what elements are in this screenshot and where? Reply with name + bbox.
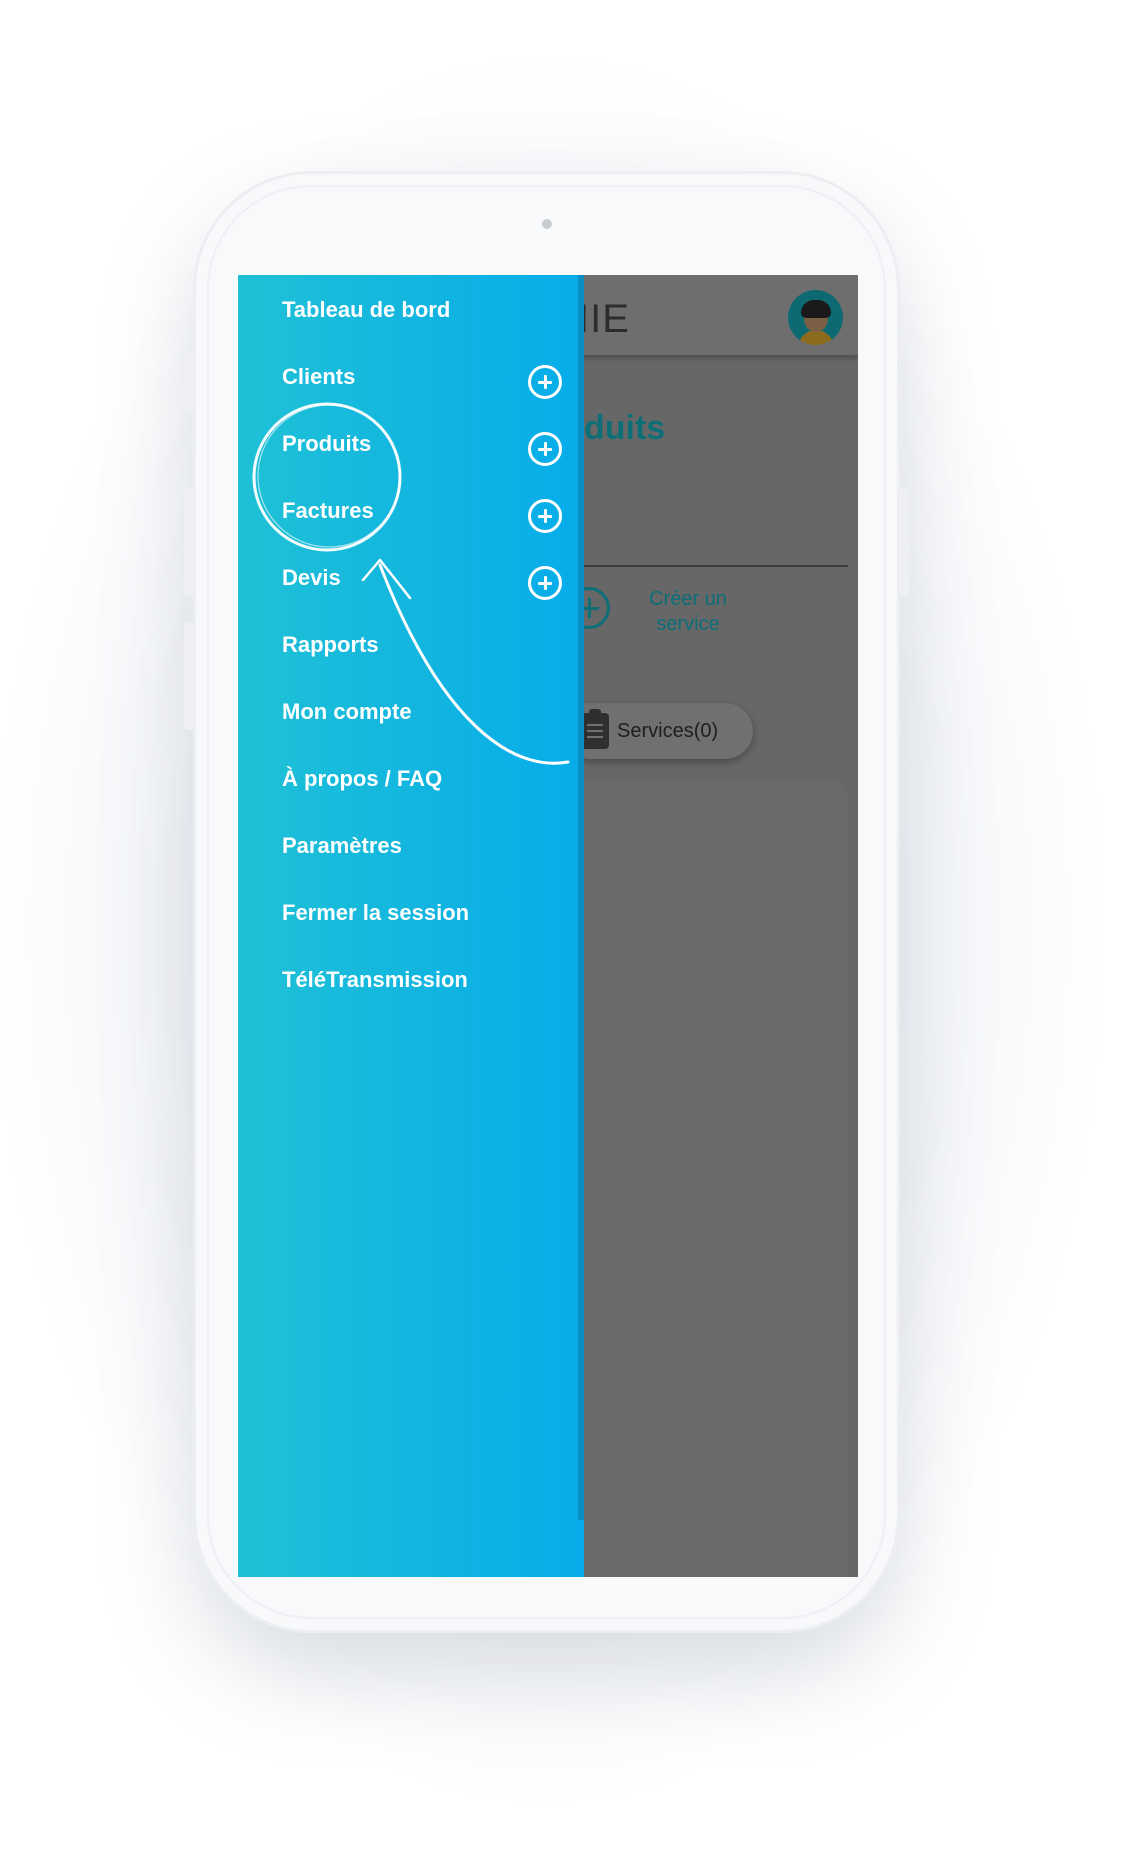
drawer-item-label: À propos / FAQ [282,766,443,791]
services-card [568,780,848,1577]
add-invoice-icon[interactable] [528,499,562,533]
side-button-top [184,353,194,413]
drawer-item-teletransmission[interactable]: TéléTransmission [282,960,572,1000]
side-button-volume-up [184,488,194,596]
phone-rim [207,185,886,1619]
drawer-item-devis[interactable]: Devis [282,558,572,598]
page-title: duits [584,409,666,447]
side-button-power [899,488,909,596]
drawer-item-label: Paramètres [282,833,402,858]
drawer-item-label: TéléTransmission [282,967,468,992]
drawer-item-label: Fermer la session [282,900,470,925]
create-service-button[interactable]: Créer un service [649,588,727,635]
drawer-item-label: Produits [282,431,372,456]
navigation-drawer: Tableau de bord Clients Produits Facture… [238,275,584,1577]
add-client-icon[interactable] [528,365,562,399]
drawer-item-label: Mon compte [282,699,412,724]
clipboard-icon [581,709,609,749]
drawer-item-a-propos-faq[interactable]: À propos / FAQ [282,759,572,799]
drawer-item-clients[interactable]: Clients [282,357,572,397]
drawer-item-mon-compte[interactable]: Mon compte [282,692,572,732]
app-title: IIE [578,297,630,341]
drawer-item-label: Devis [282,565,341,590]
drawer-item-tableau-de-bord[interactable]: Tableau de bord [282,290,572,330]
avatar-hair [801,300,831,318]
drawer-item-label: Rapports [282,632,379,657]
add-quote-icon[interactable] [528,566,562,600]
divider [578,565,848,567]
front-camera [542,219,552,229]
services-tab[interactable]: Services(0) [563,703,753,759]
avatar-body [798,330,834,345]
drawer-item-label: Clients [282,364,356,389]
drawer-item-fermer-la-session[interactable]: Fermer la session [282,893,572,933]
drawer-item-parametres[interactable]: Paramètres [282,826,572,866]
drawer-edge [578,275,584,1520]
phone-screen: IIE duits Créer un service Services(0) T… [238,275,858,1577]
drawer-item-label: Tableau de bord [282,297,451,322]
drawer-item-rapports[interactable]: Rapports [282,625,572,665]
avatar[interactable] [788,290,843,345]
services-tab-label: Services(0) [617,720,719,742]
drawer-item-label: Factures [282,498,374,523]
add-product-icon[interactable] [528,432,562,466]
side-button-volume-down [184,622,194,730]
